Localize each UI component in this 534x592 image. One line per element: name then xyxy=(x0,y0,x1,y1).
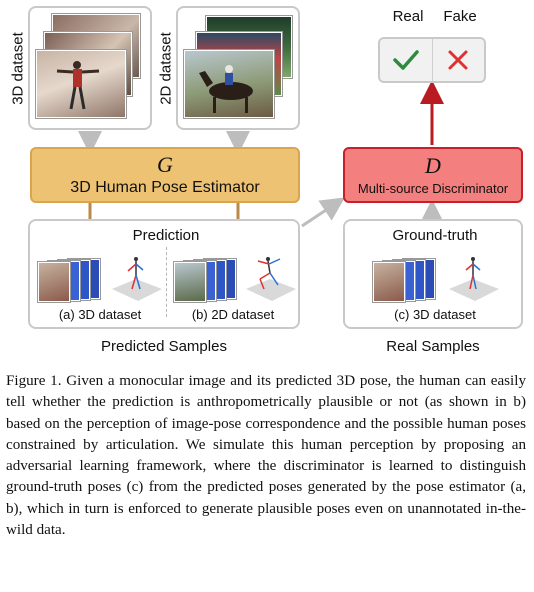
discriminator-box: D Multi-source Discriminator xyxy=(343,147,523,203)
horse-rider-icon xyxy=(199,65,253,113)
prediction-3d-thumbs xyxy=(38,259,102,302)
prediction-right-label: (b) 2D dataset xyxy=(191,307,275,322)
pose-skeleton-2d-icon xyxy=(246,257,296,301)
person-figure-icon xyxy=(56,61,100,110)
discriminator-symbol: D xyxy=(425,152,441,178)
groundtruth-panel: Ground-truth (c) 3D dataset xyxy=(343,219,523,329)
prediction-left-label: (a) 3D dataset xyxy=(58,307,142,322)
figure-caption: Figure 1. Given a monocular image and it… xyxy=(6,371,526,541)
pose-skeleton-3d-icon xyxy=(112,257,162,301)
generator-symbol: G xyxy=(157,151,173,177)
dataset-2d-image-front xyxy=(184,50,274,118)
groundtruth-label: (c) 3D dataset xyxy=(394,307,476,322)
groundtruth-thumbs xyxy=(373,259,437,302)
real-samples-label: Real Samples xyxy=(386,338,480,355)
cross-icon xyxy=(448,50,468,70)
check-icon xyxy=(393,50,419,70)
dataset-3d-panel xyxy=(28,6,152,130)
pose-skeleton-gt-icon xyxy=(449,257,499,301)
output-box xyxy=(378,37,486,83)
prediction-divider xyxy=(166,247,167,317)
prediction-panel: Prediction (a) 3D dataset (b) 2D dataset xyxy=(28,219,300,329)
prediction-title: Prediction xyxy=(132,227,200,244)
prediction-2d-thumbs xyxy=(174,259,238,302)
predicted-samples-label: Predicted Samples xyxy=(101,338,227,355)
dataset-2d-panel xyxy=(176,6,300,130)
caption-text: Figure 1. Given a monocular image and it… xyxy=(6,373,526,539)
fake-cell xyxy=(433,39,485,81)
real-label: Real xyxy=(392,8,424,25)
discriminator-name: Multi-source Discriminator xyxy=(357,180,509,196)
fake-label: Fake xyxy=(443,8,477,25)
dataset-3d-image-front xyxy=(36,50,126,118)
real-cell xyxy=(380,39,433,81)
generator-box: G 3D Human Pose Estimator xyxy=(30,147,300,203)
generator-name: 3D Human Pose Estimator xyxy=(70,178,260,196)
groundtruth-title: Ground-truth xyxy=(392,227,478,244)
